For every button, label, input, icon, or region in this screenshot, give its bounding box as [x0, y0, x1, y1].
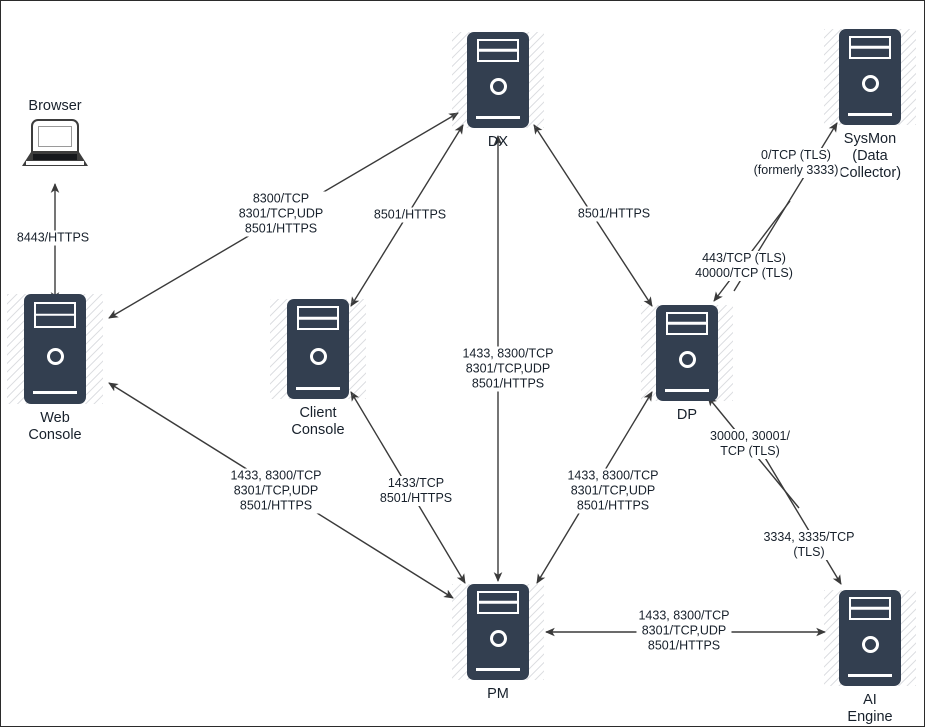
edge-label-sysmon-dp: 443/TCP (TLS) 40000/TCP (TLS) [693, 251, 795, 281]
drive-bay-icon [476, 590, 520, 614]
front-slot-icon [33, 390, 77, 395]
edge-label-pm-ai-engine: 1433, 8300/TCP 8301/TCP,UDP 8501/HTTPS [636, 608, 732, 654]
power-button-icon [489, 630, 507, 648]
server-icon [839, 29, 901, 125]
front-slot-icon [848, 112, 892, 117]
node-label-dx: DX [487, 134, 509, 150]
server-icon [839, 590, 901, 686]
power-button-icon [861, 636, 879, 654]
edge-label-dp-ai-engine: 3334, 3335/TCP (TLS) [761, 530, 857, 560]
power-button-icon [309, 347, 327, 365]
front-slot-icon [665, 388, 709, 393]
drive-bay-icon [665, 311, 709, 335]
front-slot-icon [848, 673, 892, 678]
w-dp-ai-engine [763, 455, 842, 585]
front-slot-icon [476, 667, 520, 672]
server-icon [656, 305, 718, 401]
edge-label-web-console-dx: 8300/TCP 8301/TCP,UDP 8501/HTTPS [236, 191, 326, 237]
drive-bay-icon [476, 38, 520, 62]
edge-label-client-console-dx: 8501/HTTPS [371, 207, 449, 223]
edge-label-dp-pm: 1433, 8300/TCP 8301/TCP,UDP 8501/HTTPS [565, 468, 661, 514]
edge-label-ai-engine-dp: 30000, 30001/ TCP (TLS) [708, 429, 792, 459]
edge-label-browser-web-console: 8443/HTTPS [14, 230, 92, 246]
edge-label-web-console-pm: 1433, 8300/TCP 8301/TCP,UDP 8501/HTTPS [228, 468, 324, 514]
node-label-dp: DP [676, 407, 698, 423]
node-label-pm: PM [487, 686, 509, 702]
node-label-sysmon: SysMon (Data Collector) [838, 131, 902, 181]
front-slot-icon [476, 115, 520, 120]
edge-label-dx-dp: 8501/HTTPS [575, 206, 653, 222]
front-slot-icon [296, 386, 340, 390]
edge-label-client-console-pm: 1433/TCP 8501/HTTPS [377, 476, 455, 506]
server-icon [287, 299, 349, 399]
node-label-client_console: Client Console [291, 405, 345, 438]
server-icon [467, 32, 529, 128]
power-button-icon [861, 75, 879, 93]
power-button-icon [489, 78, 507, 96]
node-label-ai_engine: AI Engine [847, 692, 893, 725]
edge-label-dp-sysmon: 0/TCP (TLS) (formerly 3333) [751, 148, 841, 178]
node-label-web_console: Web Console [28, 410, 82, 443]
server-icon [24, 294, 86, 404]
drive-bay-icon [296, 306, 340, 330]
power-button-icon [678, 351, 696, 369]
drive-bay-icon [33, 301, 77, 329]
node-label-browser: Browser [28, 98, 82, 114]
drive-bay-icon [848, 596, 892, 620]
edge-label-dx-pm: 1433, 8300/TCP 8301/TCP,UDP 8501/HTTPS [460, 346, 556, 392]
laptop-icon [22, 119, 88, 169]
drive-bay-icon [848, 35, 892, 59]
server-icon [467, 584, 529, 680]
power-button-icon [46, 348, 64, 366]
